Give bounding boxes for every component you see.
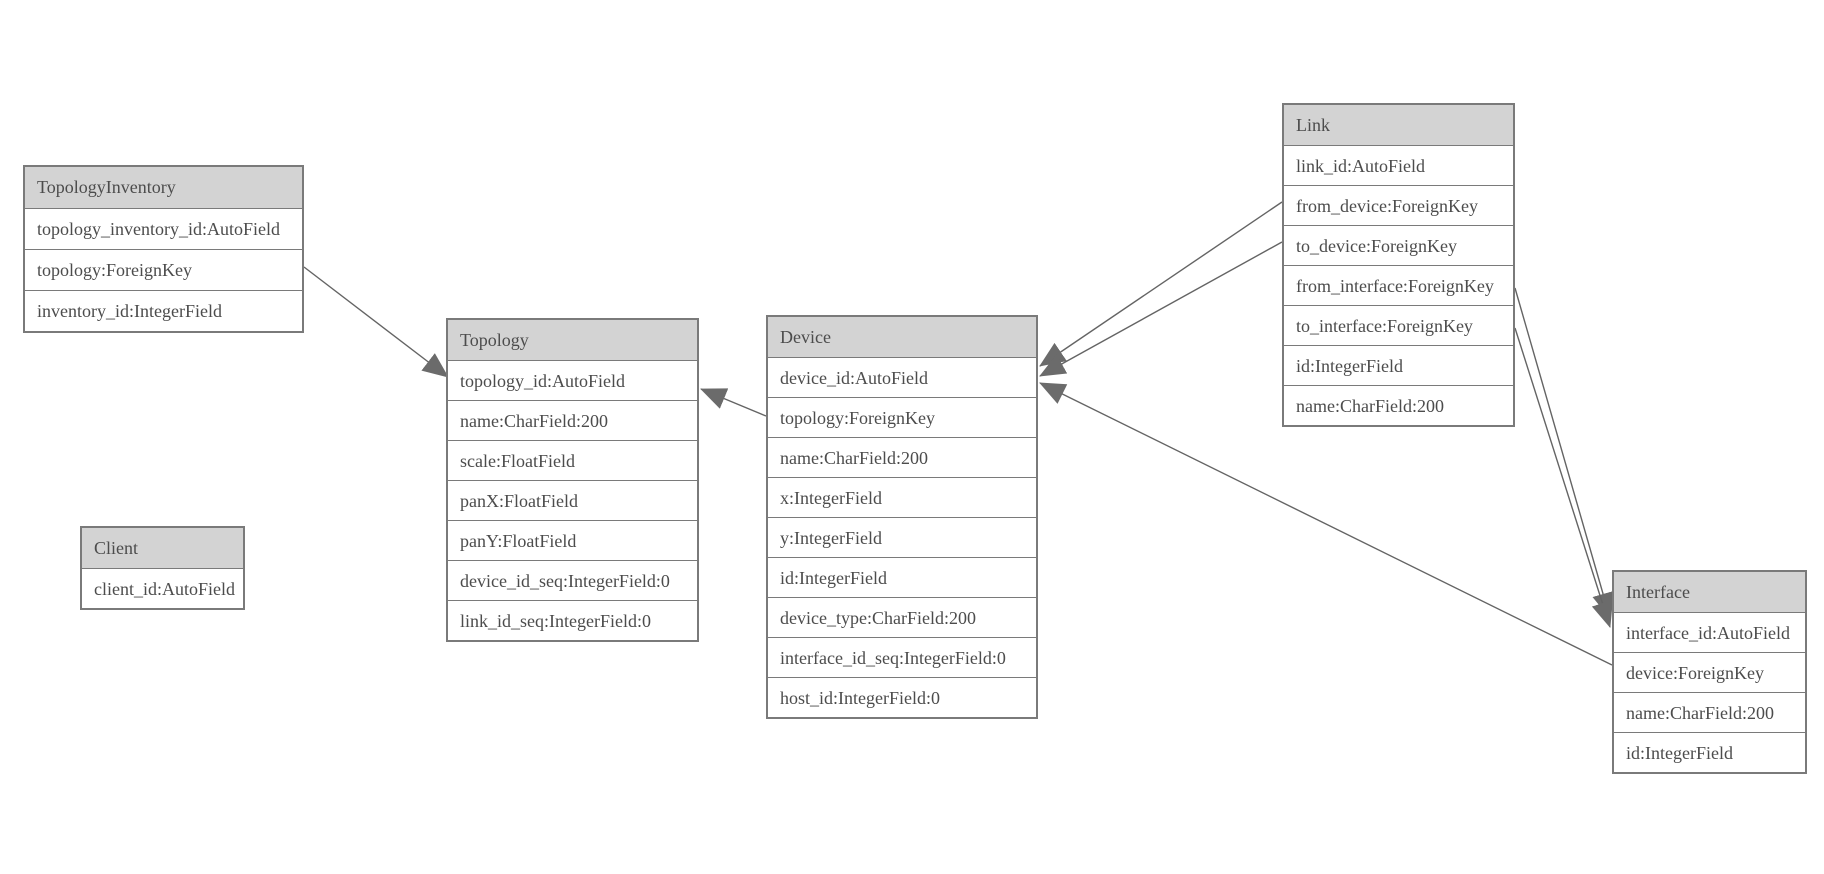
- field-row: panY:FloatField: [448, 520, 697, 560]
- entity-title: Topology: [448, 320, 697, 360]
- field-row: topology_id:AutoField: [448, 360, 697, 400]
- field-row: x:IntegerField: [768, 477, 1036, 517]
- field-row: interface_id_seq:IntegerField:0: [768, 637, 1036, 677]
- field-row: device_id_seq:IntegerField:0: [448, 560, 697, 600]
- field-row: client_id:AutoField: [82, 568, 243, 608]
- field-row: topology:ForeignKey: [25, 249, 302, 290]
- relationship-line-link-from_interface: [1514, 287, 1614, 619]
- field-row: name:CharField:200: [1284, 385, 1513, 425]
- field-row: device_type:CharField:200: [768, 597, 1036, 637]
- field-row: topology:ForeignKey: [768, 397, 1036, 437]
- field-row: id:IntegerField: [1284, 345, 1513, 385]
- entity-title: Device: [768, 317, 1036, 357]
- field-row: name:CharField:200: [768, 437, 1036, 477]
- field-row: to_device:ForeignKey: [1284, 225, 1513, 265]
- field-row: host_id:IntegerField:0: [768, 677, 1036, 717]
- relationship-line-topologyinventory-topology: [303, 266, 449, 378]
- field-row: inventory_id:IntegerField: [25, 290, 302, 331]
- field-row: link_id:AutoField: [1284, 145, 1513, 185]
- field-row: from_device:ForeignKey: [1284, 185, 1513, 225]
- relationship-line-link-from_device: [1039, 201, 1283, 367]
- entity-title: Interface: [1614, 572, 1805, 612]
- relationship-line-link-to_device: [1039, 241, 1283, 377]
- field-row: topology_inventory_id:AutoField: [25, 208, 302, 249]
- field-row: to_interface:ForeignKey: [1284, 305, 1513, 345]
- field-row: device_id:AutoField: [768, 357, 1036, 397]
- relationship-line-link-to_interface: [1514, 327, 1613, 628]
- field-row: panX:FloatField: [448, 480, 697, 520]
- field-row: from_interface:ForeignKey: [1284, 265, 1513, 305]
- field-row: scale:FloatField: [448, 440, 697, 480]
- field-row: device:ForeignKey: [1614, 652, 1805, 692]
- entity-title: Link: [1284, 105, 1513, 145]
- entity-title: TopologyInventory: [25, 167, 302, 208]
- field-row: y:IntegerField: [768, 517, 1036, 557]
- field-row: name:CharField:200: [1614, 692, 1805, 732]
- field-row: name:CharField:200: [448, 400, 697, 440]
- field-row: id:IntegerField: [1614, 732, 1805, 772]
- field-row: link_id_seq:IntegerField:0: [448, 600, 697, 640]
- entity-title: Client: [82, 528, 243, 568]
- field-row: interface_id:AutoField: [1614, 612, 1805, 652]
- field-row: id:IntegerField: [768, 557, 1036, 597]
- relationship-line-device-topology: [700, 388, 767, 417]
